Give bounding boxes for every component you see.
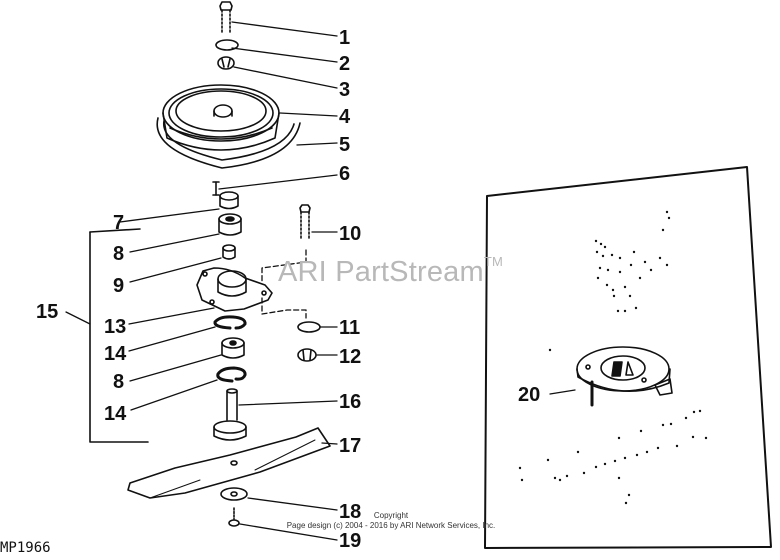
callout-4[interactable]: 4 bbox=[339, 106, 351, 128]
part-6-key[interactable] bbox=[212, 181, 220, 196]
copyright-notice: Copyright Page design (c) 2004 - 2016 by… bbox=[266, 511, 516, 531]
callout-18[interactable]: 18 bbox=[339, 501, 362, 523]
assembly-15-bracket bbox=[89, 231, 149, 443]
part-4-pulley[interactable] bbox=[162, 84, 280, 151]
part-14-snap-ring-upper[interactable] bbox=[213, 315, 247, 330]
callout-14-lower[interactable]: 14 bbox=[104, 403, 127, 425]
callout-16[interactable]: 16 bbox=[339, 391, 362, 413]
part-17-mower-blade[interactable] bbox=[127, 427, 331, 499]
callout-15[interactable]: 15 bbox=[36, 301, 59, 323]
callout-6[interactable]: 6 bbox=[339, 163, 351, 185]
callout-14-upper[interactable]: 14 bbox=[104, 343, 127, 365]
part-16-spindle-shaft[interactable] bbox=[213, 388, 247, 441]
part-13-spindle-housing[interactable] bbox=[196, 267, 273, 312]
copyright-line-2: Page design (c) 2004 - 2016 by ARI Netwo… bbox=[286, 521, 496, 530]
part-8-bearing-lower[interactable] bbox=[221, 337, 245, 359]
watermark-text: ARI PartStream bbox=[278, 256, 484, 288]
mower-deck-panel bbox=[484, 166, 772, 549]
watermark: ARI PartStreamTM bbox=[278, 254, 504, 289]
part-18-washer[interactable] bbox=[220, 487, 248, 501]
callout-10[interactable]: 10 bbox=[339, 223, 362, 245]
part-1-cap-screw[interactable] bbox=[219, 1, 233, 33]
figure-id: MP1966 bbox=[0, 540, 51, 556]
part-19-blade-bolt[interactable] bbox=[228, 507, 240, 527]
copyright-line-1: Copyright bbox=[373, 511, 409, 520]
callout-9[interactable]: 9 bbox=[113, 275, 125, 297]
callout-12[interactable]: 12 bbox=[339, 346, 362, 368]
callout-13[interactable]: 13 bbox=[104, 316, 127, 338]
part-10-cap-screw[interactable] bbox=[299, 204, 311, 241]
callout-2[interactable]: 2 bbox=[339, 53, 351, 75]
part-20-spindle-cover[interactable] bbox=[576, 346, 673, 407]
part-7-spacer[interactable] bbox=[219, 191, 239, 210]
part-2-lock-washer[interactable] bbox=[215, 39, 239, 51]
part-9-spacer-tube[interactable] bbox=[222, 244, 236, 260]
callout-20[interactable]: 20 bbox=[518, 384, 541, 406]
part-12-nut[interactable] bbox=[297, 348, 317, 362]
callout-7[interactable]: 7 bbox=[113, 212, 125, 234]
callout-1[interactable]: 1 bbox=[339, 27, 351, 49]
part-14-snap-ring-lower[interactable] bbox=[216, 366, 247, 383]
part-11-lock-washer[interactable] bbox=[297, 321, 321, 333]
deck-dotted-detail bbox=[518, 210, 708, 505]
callout-8-upper[interactable]: 8 bbox=[113, 243, 125, 265]
trademark-symbol: TM bbox=[483, 254, 504, 269]
part-3-nut[interactable] bbox=[217, 56, 235, 70]
part-5-belt-guide[interactable] bbox=[156, 117, 301, 169]
callout-5[interactable]: 5 bbox=[339, 134, 351, 156]
callout-17[interactable]: 17 bbox=[339, 435, 362, 457]
callout-8-lower[interactable]: 8 bbox=[113, 371, 125, 393]
part-8-bearing-upper[interactable] bbox=[218, 213, 242, 236]
callout-19[interactable]: 19 bbox=[339, 530, 362, 552]
callout-11[interactable]: 11 bbox=[339, 317, 361, 339]
callout-3[interactable]: 3 bbox=[339, 79, 351, 101]
